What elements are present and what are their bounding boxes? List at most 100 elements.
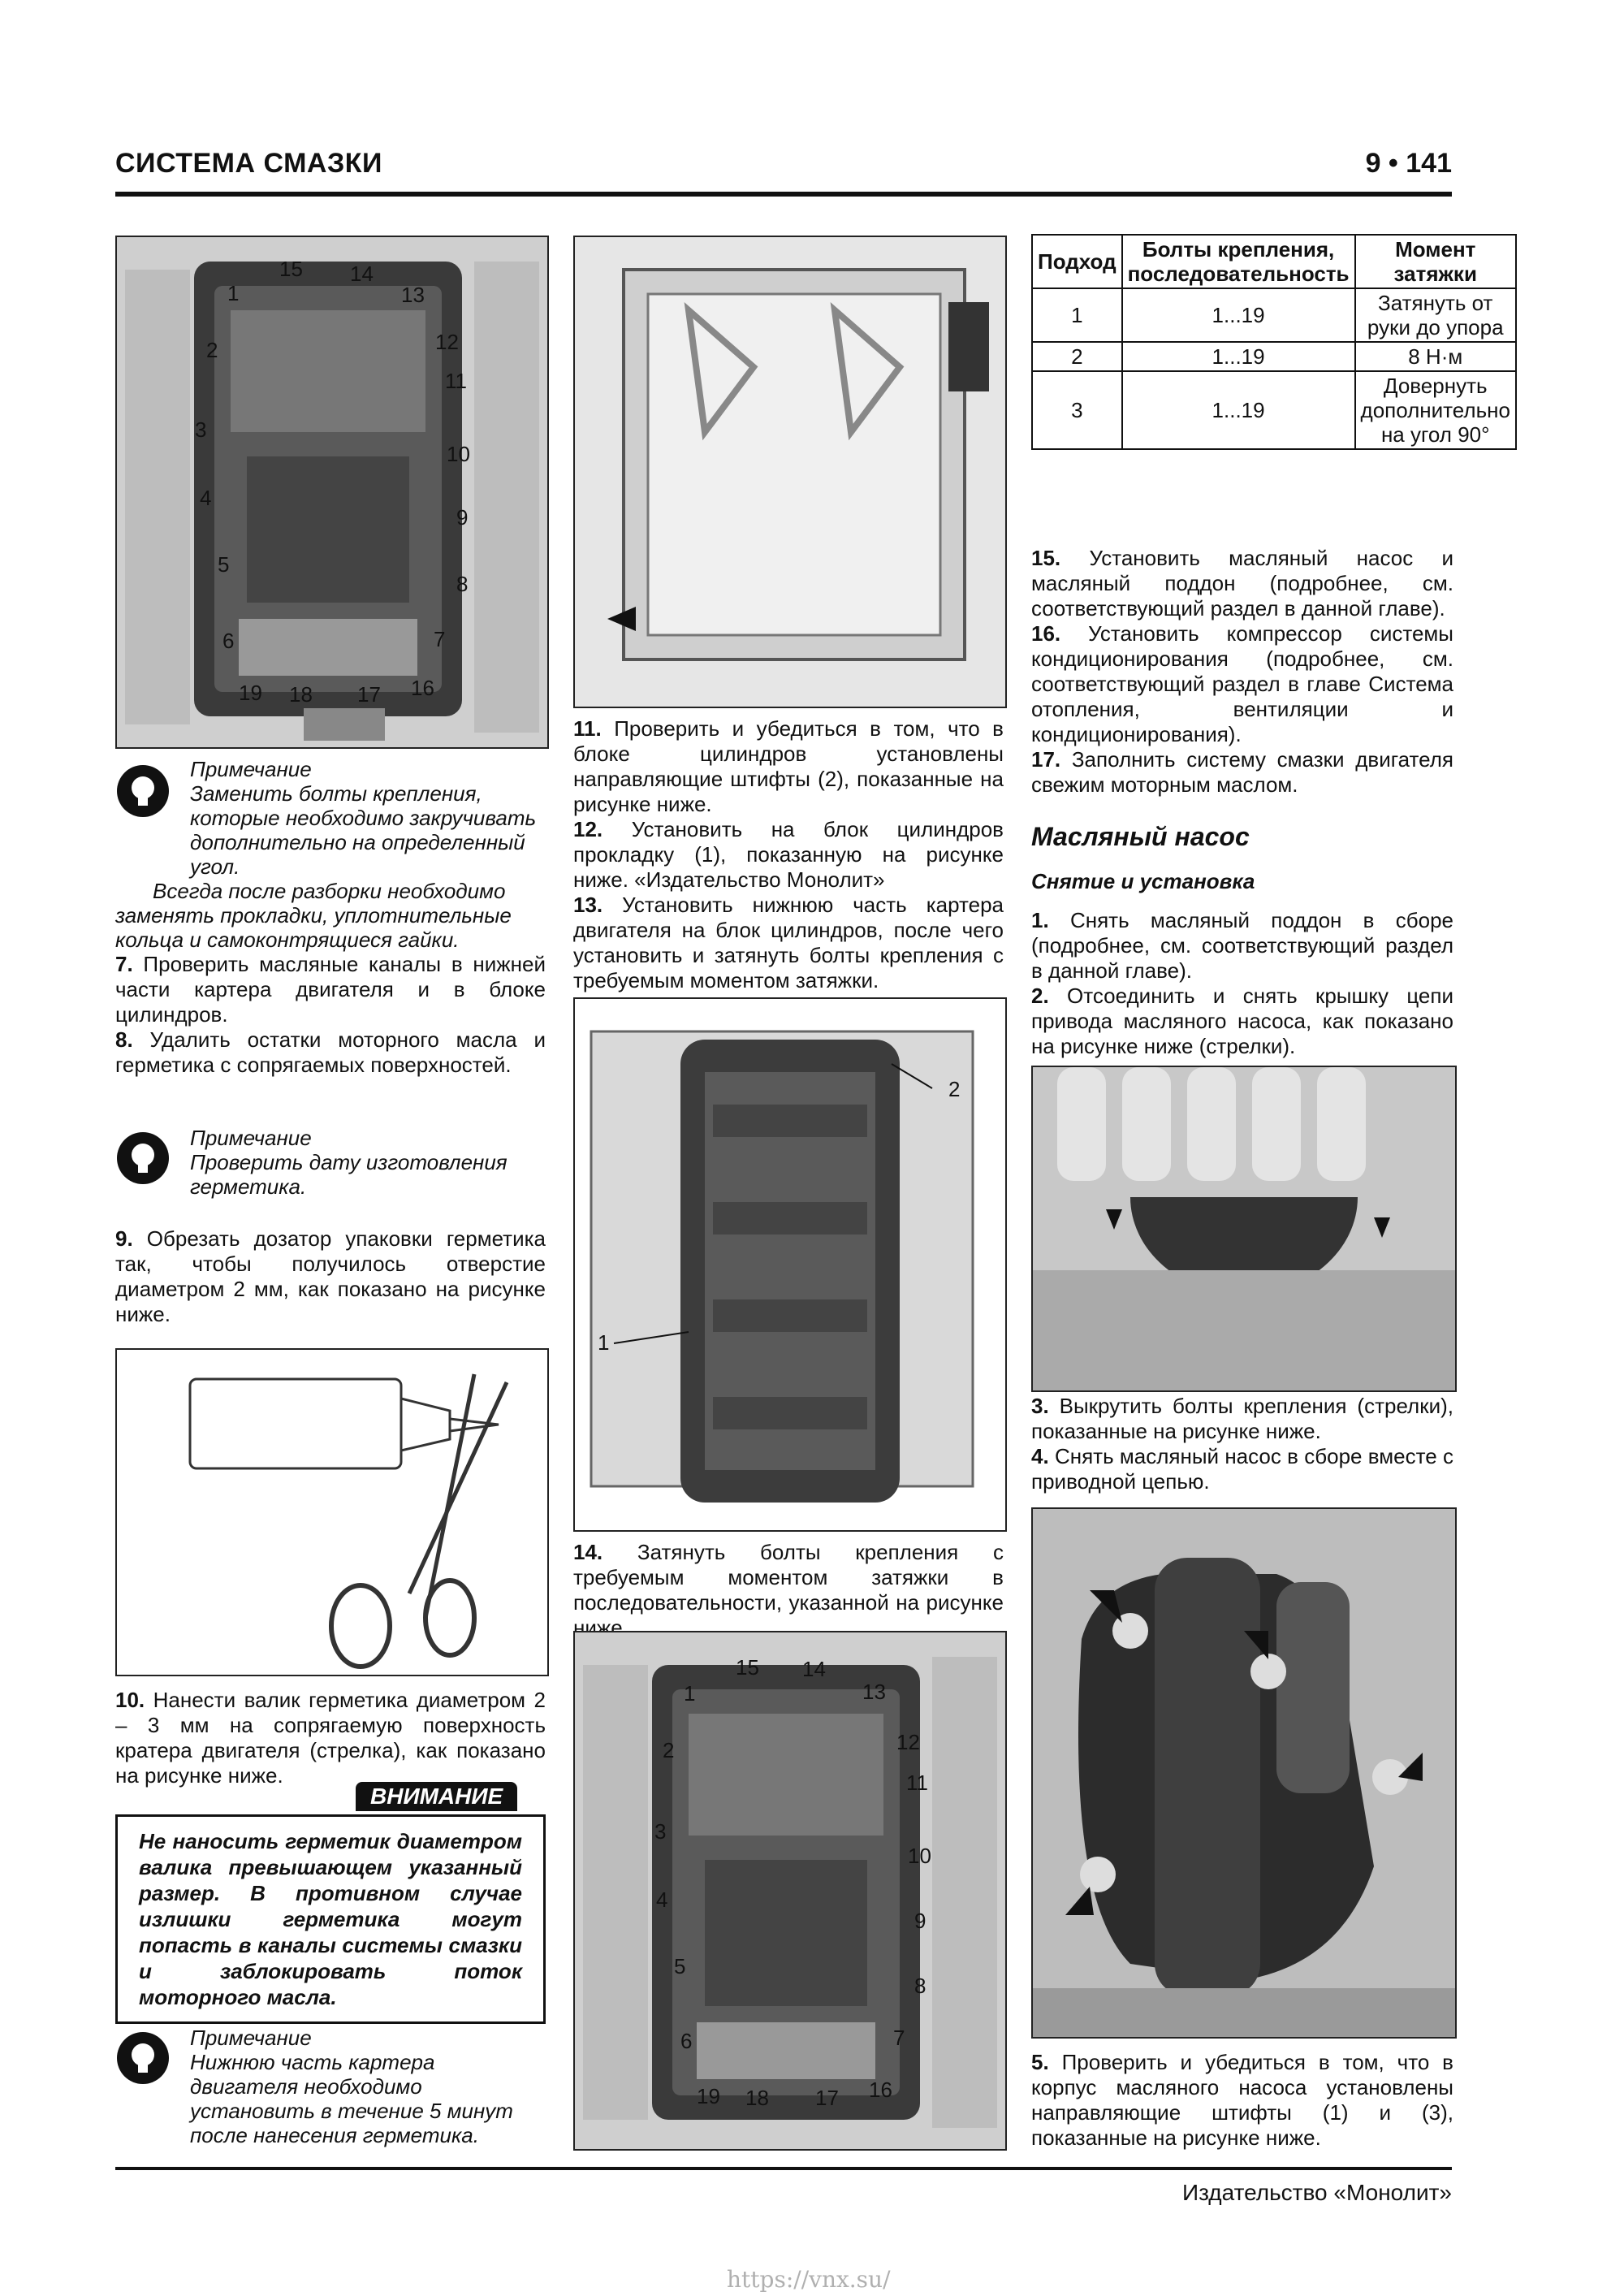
bolt-callout-16: 16 [869, 2078, 892, 2102]
bolt-callout-1: 1 [227, 281, 240, 305]
bolt-callout-19: 19 [697, 2084, 720, 2108]
bolt-callout-12: 12 [435, 330, 459, 354]
scissors-cut-figure [115, 1348, 549, 1676]
table-row: 2 1...19 8 Н·м [1031, 341, 1517, 372]
table-row: 3 1...19 Довернуть дополнительно на угол… [1031, 370, 1517, 450]
bolt-callout-6: 6 [680, 2029, 693, 2053]
step-9-text: Обрезать дозатор упаковки герметика так,… [115, 1226, 546, 1326]
bolt-callout-5: 5 [674, 1954, 686, 1978]
table-header: Болты крепления, последовательность [1121, 234, 1356, 289]
oil-pump-bolts-figure [1031, 1507, 1457, 2039]
pump-step-4-text: Снять масляный насос в сборе вместе с пр… [1031, 1444, 1453, 1494]
chain-cover-figure [1031, 1066, 1457, 1392]
bolt-callout-19: 19 [239, 681, 262, 705]
step-number: 10. [115, 1688, 145, 1712]
bolt-callout-17: 17 [815, 2086, 839, 2110]
step-16-text: Установить компрессор системы кондициони… [1031, 621, 1453, 746]
removal-install-subheading: Снятие и установка [1031, 869, 1255, 893]
step-14-text: Затянуть болты крепления с требуемым мом… [573, 1540, 1004, 1640]
bolt-callout-15: 15 [279, 257, 303, 281]
footer-rule [115, 2167, 1452, 2170]
warning-box: Не наносить герметик диаметром валика пр… [115, 1814, 546, 2024]
bolt-callout-2: 2 [206, 338, 218, 362]
table-cell: 3 [1031, 370, 1123, 450]
bolt-callout-15: 15 [736, 1655, 759, 1680]
table-cell: 1...19 [1121, 288, 1356, 343]
bolt-callout-1: 1 [684, 1681, 696, 1706]
lightbulb-icon [117, 765, 169, 817]
page-number: 9 • 141 [1365, 148, 1452, 179]
bolt-callout-18: 18 [289, 682, 313, 707]
lightbulb-icon [117, 2032, 169, 2084]
warning-text: Не наносить герметик диаметром валика пр… [139, 1829, 522, 2009]
bolt-callout-13: 13 [401, 283, 425, 307]
note-sealant-date: Примечание Проверить дату изготовления г… [115, 1126, 546, 1199]
note-title: Примечание [190, 757, 312, 781]
table-cell: 8 Н·м [1354, 341, 1517, 372]
bolt-callout-17: 17 [357, 682, 381, 707]
step-17-text: Заполнить систему смазки двигателя свежи… [1031, 747, 1453, 797]
oil-pan-sealant-figure [573, 236, 1007, 708]
warning-heading: ВНИМАНИЕ [356, 1782, 518, 1811]
col1-step-9: 9. Обрезать дозатор упаковки герметика т… [115, 1226, 546, 1327]
table-header: Подход [1031, 234, 1123, 289]
section-title: СИСТЕМА СМАЗКИ [115, 148, 382, 179]
gasket-callout-1: 1 [598, 1330, 610, 1355]
step-number: 12. [573, 817, 603, 841]
bolt-callout-9: 9 [456, 505, 469, 530]
bolt-callout-10: 10 [447, 442, 470, 466]
oil-pump-heading: Масляный насос [1031, 822, 1250, 851]
step-number: 8. [115, 1027, 133, 1052]
bolt-callout-14: 14 [350, 262, 374, 286]
bolt-callout-13: 13 [862, 1680, 886, 1704]
table-cell: Довернуть дополнительно на угол 90° [1354, 370, 1517, 450]
step-number: 3. [1031, 1394, 1049, 1418]
step-7-text: Проверить масляные каналы в нижней части… [115, 952, 546, 1027]
col3-steps-15-17: 15. Установить масляный насос и масляный… [1031, 546, 1453, 798]
step-number: 11. [573, 716, 602, 741]
note-body: Проверить дату изготовления герметика. [190, 1150, 508, 1199]
step-number: 7. [115, 952, 133, 976]
table-cell: 1 [1031, 288, 1123, 343]
publisher-footer: Издательство «Монолит» [1181, 2180, 1452, 2205]
bolt-callout-10: 10 [908, 1844, 931, 1868]
bolt-callout-8: 8 [456, 572, 469, 596]
bolt-callout-4: 4 [656, 1887, 668, 1912]
pump-step-3-text: Выкрутить болты крепления (стрелки), пок… [1031, 1394, 1453, 1443]
bolt-callout-9: 9 [914, 1909, 926, 1933]
bolt-callout-7: 7 [893, 2026, 905, 2050]
table-header: Момент затяжки [1354, 234, 1517, 289]
note-replace-bolts: Примечание Заменить болты крепления, кот… [115, 757, 546, 952]
pin-callout-2: 2 [948, 1077, 961, 1101]
step-number: 4. [1031, 1444, 1049, 1468]
note-install-time: Примечание Нижнюю часть картера двигател… [115, 2026, 546, 2147]
bolt-callout-12: 12 [896, 1730, 920, 1754]
bolt-callout-4: 4 [200, 486, 212, 510]
step-number: 9. [115, 1226, 133, 1251]
bolt-sequence-figure-2: 15 14 1 13 2 12 11 3 10 4 9 5 8 6 7 19 1… [573, 1631, 1007, 2151]
step-13-text: Установить нижнюю часть картера двигател… [573, 893, 1004, 992]
pump-step-2-text: Отсоединить и снять крышку цепи привода … [1031, 984, 1453, 1058]
table-row: 1 1...19 Затянуть от руки до упора [1031, 288, 1517, 343]
table-cell: 1...19 [1121, 370, 1356, 450]
note-body: Заменить болты крепления, которые необхо… [190, 781, 537, 879]
note-title: Примечание [190, 1126, 312, 1150]
gasket-pins-figure: 2 1 [573, 997, 1007, 1532]
col3-steps-1-2: 1. Снять масляный поддон в сборе (подроб… [1031, 908, 1453, 1059]
bolt-callout-8: 8 [914, 1974, 926, 1998]
col3-step-5: 5. Проверить и убедиться в том, что в ко… [1031, 2050, 1453, 2151]
table-cell: 1...19 [1121, 341, 1356, 372]
step-number: 17. [1031, 747, 1061, 772]
pump-step-1-text: Снять масляный поддон в сборе (подробнее… [1031, 908, 1453, 983]
note-body: Нижнюю часть картера двигателя необходим… [190, 2050, 513, 2147]
step-number: 15. [1031, 546, 1061, 570]
bolt-callout-3: 3 [654, 1819, 667, 1844]
note-title: Примечание [190, 2026, 312, 2050]
table-cell: Затянуть от руки до упора [1354, 288, 1517, 343]
step-15-text: Установить масляный насос и масляный под… [1031, 546, 1453, 620]
step-8-text: Удалить остатки моторного масла и гермет… [115, 1027, 546, 1077]
step-number: 2. [1031, 984, 1049, 1008]
bolt-callout-7: 7 [434, 627, 446, 651]
bolt-callout-14: 14 [802, 1657, 826, 1681]
bolt-callout-3: 3 [195, 417, 207, 442]
